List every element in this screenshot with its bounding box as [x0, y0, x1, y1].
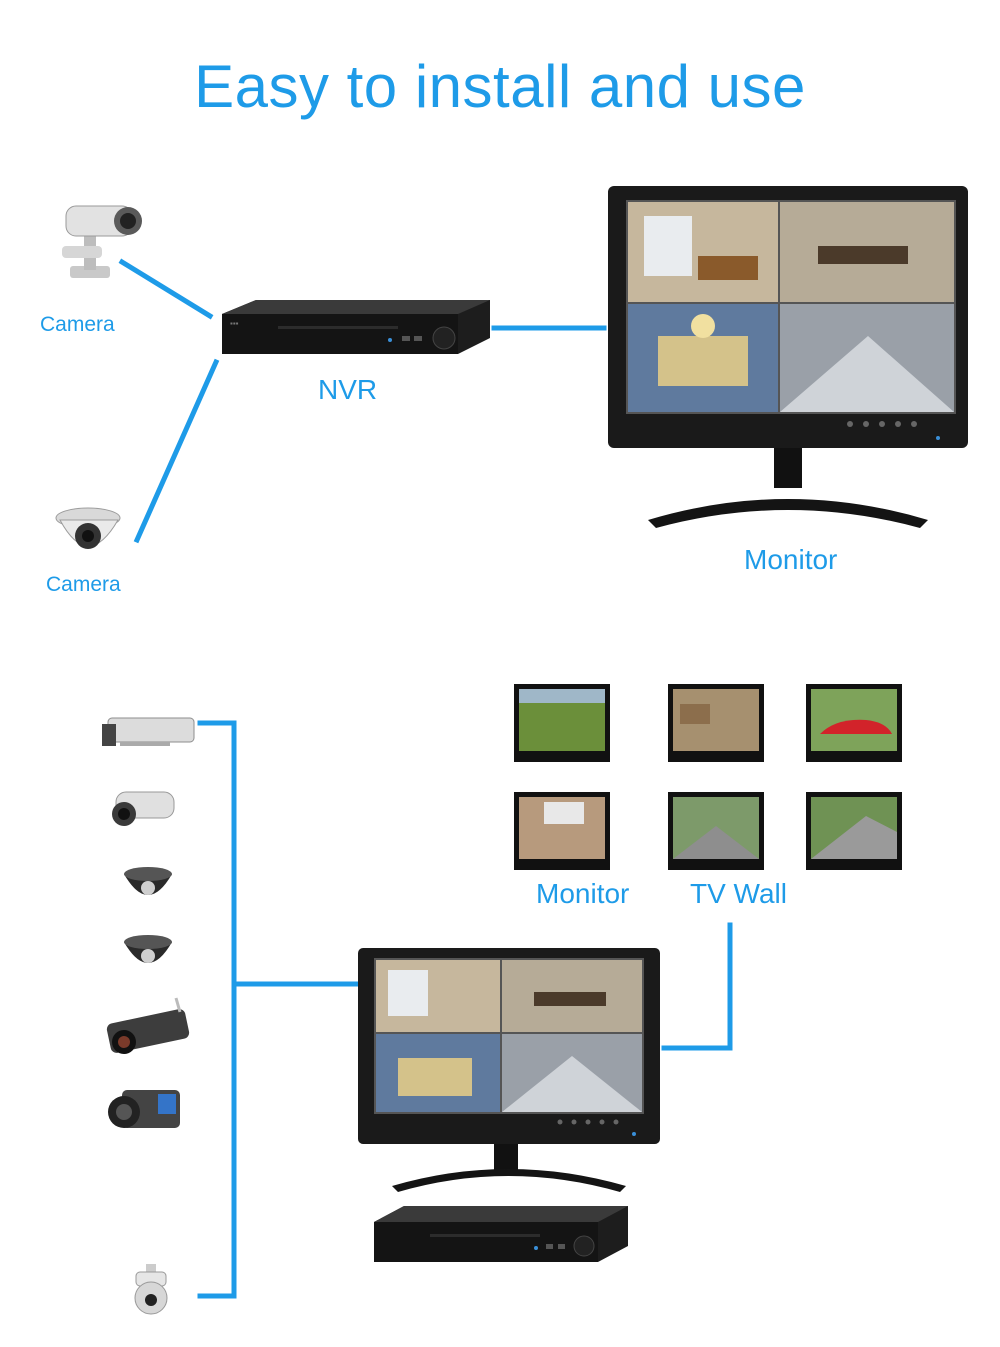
ptz-camera-icon [126, 1262, 176, 1318]
box-camera-icon [100, 712, 200, 752]
bottom-nvr-device [370, 1204, 632, 1266]
wire-tvwall-monitor [664, 925, 730, 1048]
nvr-device: ▪▪▪ [218, 298, 494, 358]
wire-camera2-nvr [137, 362, 216, 540]
monitor-label: Monitor [744, 544, 837, 576]
dome-camera-icon [120, 860, 176, 908]
wire-camera-bus [200, 723, 234, 1296]
camera-2-label: Camera [46, 573, 121, 597]
tv-wall-screen-1 [514, 684, 610, 762]
camera-1-label: Camera [40, 313, 115, 337]
camcorder-icon [102, 1082, 186, 1138]
bottom-monitor-device [358, 948, 660, 1192]
tv-wall-label: TV Wall [690, 878, 787, 910]
tv-wall-screen-3 [806, 684, 902, 762]
dome-camera-icon [50, 500, 130, 570]
tv-wall-screen-6 [806, 792, 902, 870]
quad-view-screen [628, 202, 954, 412]
bullet-camera-icon [106, 784, 178, 834]
ir-bullet-camera-icon [102, 992, 198, 1062]
monitor-device [608, 186, 968, 528]
tv-wall-screen-4 [514, 792, 610, 870]
page-title: Easy to install and use [0, 52, 1000, 121]
bullet-camera-icon [52, 196, 148, 292]
tv-wall-screen-2 [668, 684, 764, 762]
tv-wall-screen-5 [668, 792, 764, 870]
dome-camera-icon [120, 928, 176, 976]
svg-text:▪▪▪: ▪▪▪ [230, 319, 239, 328]
bottom-monitor-label: Monitor [536, 878, 629, 910]
nvr-label: NVR [318, 374, 377, 406]
